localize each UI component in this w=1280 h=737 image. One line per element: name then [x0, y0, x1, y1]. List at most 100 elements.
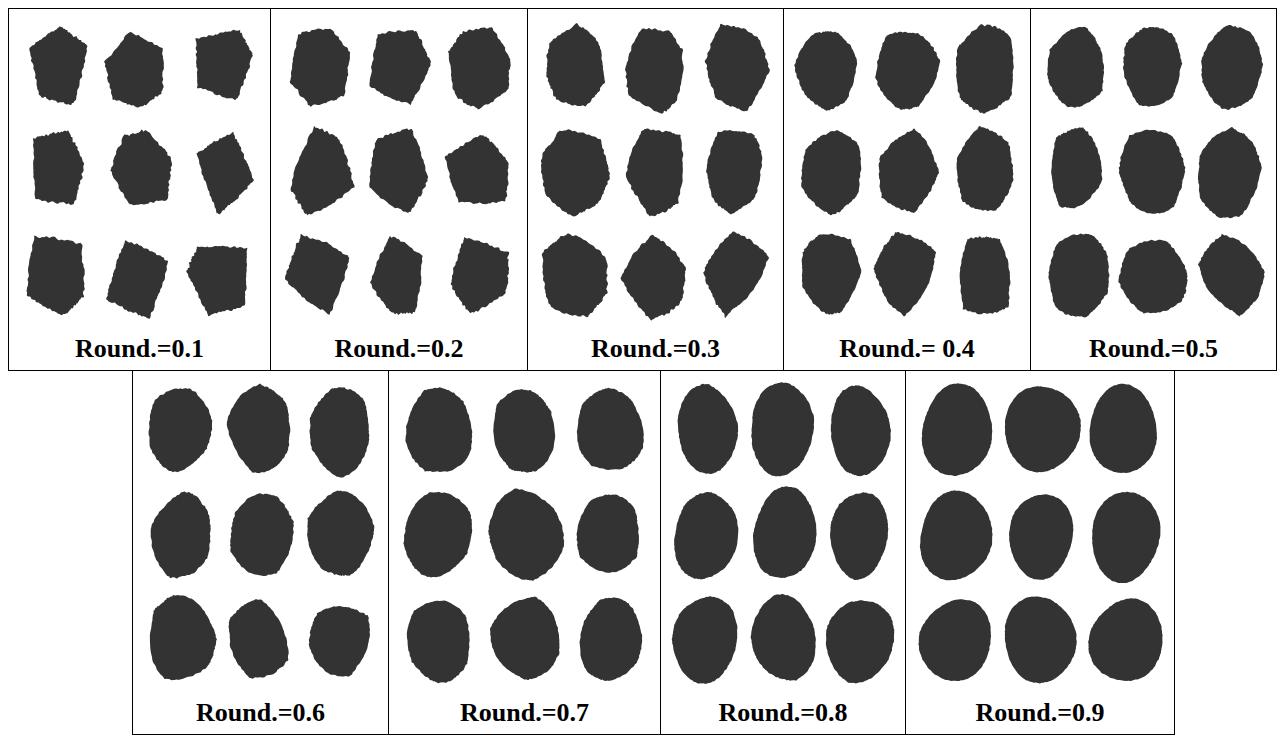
particle-silhouette	[1118, 240, 1187, 314]
particle-silhouette	[1089, 384, 1157, 473]
particle-silhouette	[1088, 598, 1162, 681]
particle-silhouette	[493, 389, 555, 473]
particle-silhouette	[405, 387, 472, 472]
particle-silhouette	[106, 240, 168, 319]
particle-silhouette	[674, 492, 738, 579]
particle-silhouette	[960, 236, 1011, 314]
particle-silhouette	[488, 488, 564, 580]
particle-silhouette	[195, 30, 253, 101]
particle-silhouette	[307, 490, 374, 575]
particle-silhouette	[620, 235, 685, 321]
particle-silhouette	[309, 606, 370, 677]
panel-label: Round.=0.8	[661, 698, 905, 728]
particle-silhouette	[403, 492, 472, 578]
particle-silhouette	[577, 388, 644, 470]
particle-silhouette	[1092, 492, 1160, 583]
particle-silhouette	[879, 128, 939, 213]
particle-group	[403, 387, 643, 683]
particle-silhouette	[451, 237, 509, 313]
particle-silhouette	[874, 232, 937, 316]
particle-silhouette	[445, 135, 509, 204]
particle-silhouette	[27, 235, 85, 315]
particle-silhouette	[831, 385, 891, 476]
particle-silhouette	[110, 129, 172, 205]
particle-silhouette	[751, 382, 814, 476]
particle-silhouette	[801, 130, 861, 215]
particle-group	[27, 26, 254, 319]
particle-silhouette	[150, 595, 217, 680]
particle-silhouette	[1005, 596, 1077, 683]
particle-silhouette	[577, 495, 639, 573]
particle-silhouette	[1005, 386, 1081, 472]
panel-label: Round.=0.7	[389, 698, 660, 728]
particle-silhouette	[149, 388, 213, 472]
roundness-panel: Round.=0.8	[660, 370, 906, 735]
particle-silhouette	[1198, 234, 1265, 317]
particle-silhouette	[956, 24, 1014, 113]
particle-silhouette	[580, 597, 643, 681]
roundness-panel: Round.=0.9	[905, 370, 1175, 735]
particle-silhouette	[751, 594, 816, 681]
particle-silhouette	[196, 132, 254, 215]
particle-silhouette	[672, 596, 738, 684]
particle-silhouette	[370, 236, 423, 315]
particle-group	[541, 23, 770, 320]
particle-silhouette	[104, 32, 164, 108]
roundness-panel: Round.=0.7	[388, 370, 661, 735]
particle-silhouette	[956, 126, 1013, 211]
panel-label: Round.= 0.4	[784, 334, 1030, 364]
particle-silhouette	[369, 128, 428, 212]
particle-silhouette	[1198, 127, 1262, 218]
roundness-panel: Round.= 0.4	[783, 8, 1031, 371]
panel-label: Round.=0.5	[1031, 334, 1276, 364]
particle-silhouette	[29, 26, 87, 105]
particle-silhouette	[1051, 127, 1102, 208]
particle-silhouette	[290, 28, 350, 106]
particle-silhouette	[285, 234, 349, 315]
particle-silhouette	[309, 387, 369, 477]
particle-silhouette	[541, 129, 610, 216]
particle-silhouette	[706, 130, 762, 214]
particle-silhouette	[490, 597, 559, 681]
particle-silhouette	[626, 128, 683, 216]
particle-silhouette	[369, 30, 430, 105]
particle-silhouette	[678, 384, 739, 474]
particle-silhouette	[830, 492, 888, 580]
panel-label: Round.=0.6	[133, 698, 388, 728]
particle-silhouette	[753, 486, 817, 578]
particle-silhouette	[1123, 27, 1182, 107]
particle-silhouette	[920, 490, 993, 580]
panel-label: Round.=0.3	[528, 334, 783, 364]
roundness-panel: Round.=0.5	[1030, 8, 1277, 371]
particle-silhouette	[922, 383, 993, 476]
particle-silhouette	[1009, 494, 1073, 579]
particle-silhouette	[542, 233, 608, 317]
particle-silhouette	[230, 493, 294, 576]
particle-silhouette	[1048, 233, 1109, 317]
particle-silhouette	[802, 234, 862, 315]
roundness-panel: Round.=0.2	[270, 8, 528, 371]
particle-silhouette	[407, 601, 470, 684]
particle-silhouette	[229, 599, 289, 678]
particle-silhouette	[546, 23, 605, 106]
particle-silhouette	[703, 231, 769, 318]
roundness-panel: Round.=0.6	[132, 370, 389, 735]
particle-silhouette	[33, 130, 84, 205]
particle-silhouette	[875, 32, 940, 110]
particle-group	[1047, 25, 1265, 317]
particle-group	[672, 382, 895, 684]
particle-group	[285, 27, 511, 315]
particle-silhouette	[186, 246, 247, 317]
particle-group	[149, 384, 375, 681]
particle-silhouette	[794, 31, 857, 110]
particle-silhouette	[1047, 27, 1104, 108]
roundness-panel: Round.=0.1	[8, 8, 271, 371]
panel-label: Round.=0.9	[906, 698, 1174, 728]
particle-silhouette	[918, 599, 991, 681]
particle-silhouette	[227, 384, 291, 473]
particle-silhouette	[1201, 25, 1263, 110]
particle-group	[918, 383, 1162, 683]
particle-silhouette	[151, 491, 211, 578]
particle-silhouette	[448, 27, 511, 109]
